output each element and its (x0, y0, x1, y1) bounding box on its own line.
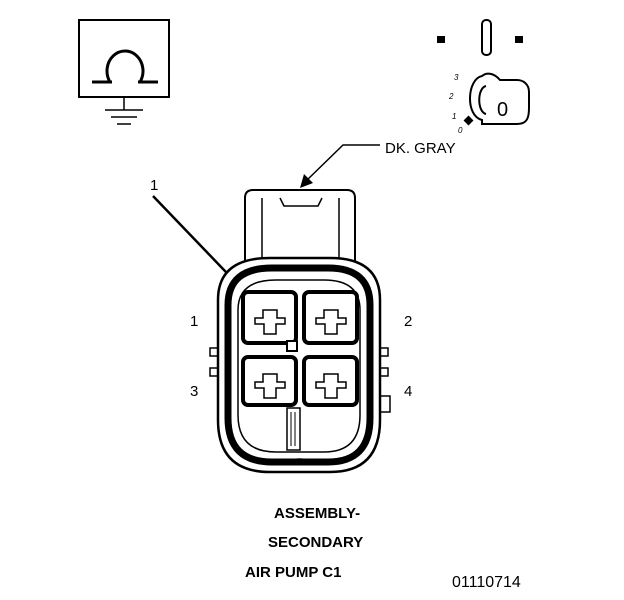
wire-color-label: DK. GRAY (385, 140, 456, 157)
caption-line-3: AIR PUMP C1 (245, 564, 342, 581)
ignition-key-icon (437, 19, 530, 126)
center-key (286, 340, 298, 352)
caption-line-1: ASSEMBLY- (274, 505, 361, 522)
wire-color-leader (300, 144, 380, 188)
connector-body (209, 189, 391, 474)
figure-id: 01110714 (452, 574, 521, 591)
pin-label-4: 4 (404, 383, 413, 400)
terminal-cavity-4 (302, 355, 359, 407)
ignition-position-0: 0 (458, 126, 463, 135)
terminal-cavity-3 (241, 355, 298, 407)
ignition-key-label: 0 (497, 99, 508, 121)
callout-label: 1 (150, 177, 159, 194)
ignition-position-2: 2 (448, 92, 454, 101)
ignition-position-1: 1 (452, 112, 456, 121)
pin-label-3: 3 (190, 383, 199, 400)
ohmmeter-ground-icon (78, 19, 170, 125)
ignition-position-3: 3 (454, 73, 459, 82)
pin-label-1: 1 (190, 313, 199, 330)
pin-label-2: 2 (404, 313, 413, 330)
terminal-cavity-2 (302, 290, 359, 345)
caption-line-2: SECONDARY (268, 534, 364, 551)
terminal-cavity-1 (241, 290, 298, 345)
